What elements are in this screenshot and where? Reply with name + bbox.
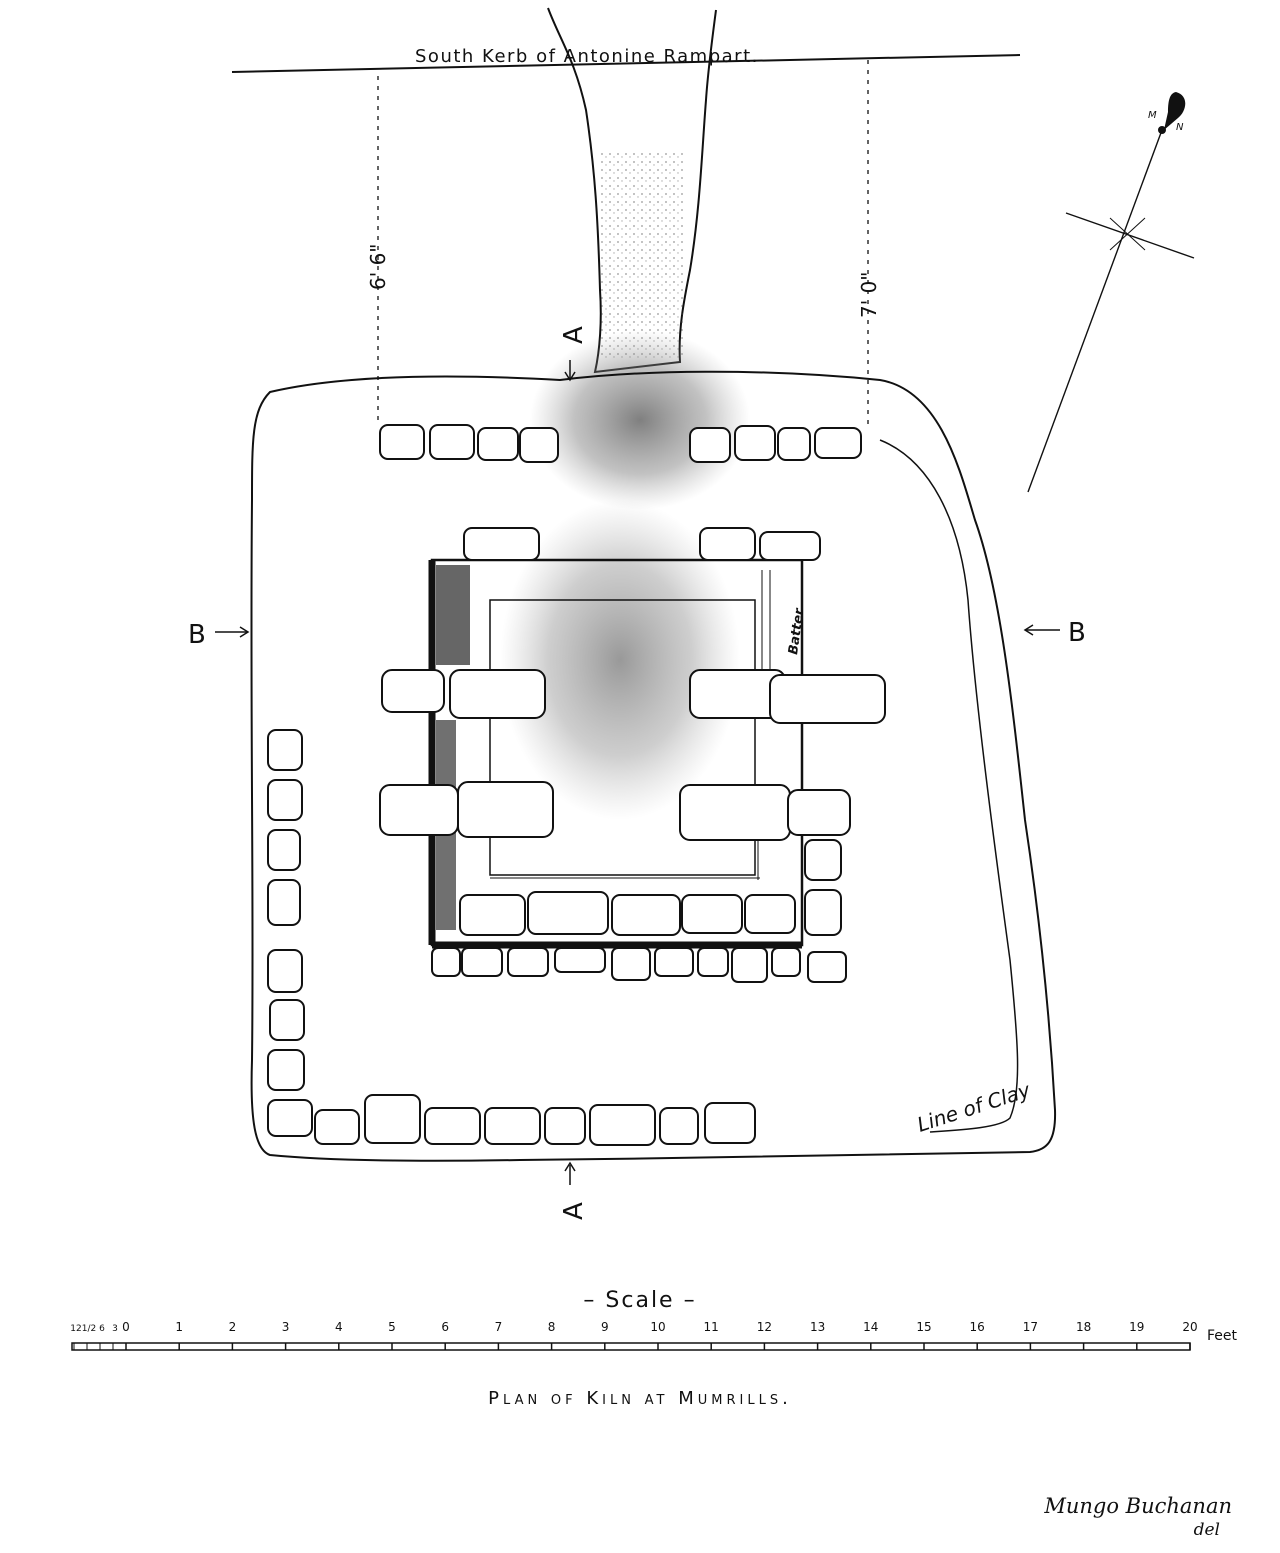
rampart-label: South Kerb of Antonine Rampart. xyxy=(415,46,759,67)
svg-text:A: A xyxy=(559,1202,589,1220)
scale-tick-label: 9 xyxy=(601,1320,609,1334)
outer-clay-boundary xyxy=(250,370,1057,1162)
scale-tick-label: 2 xyxy=(229,1320,237,1334)
rampart-kerb-line xyxy=(231,54,1021,73)
scale-subtick-label: 3 xyxy=(112,1324,118,1334)
scale-tick-label: 12 xyxy=(757,1320,772,1334)
section-b-left-marker: B xyxy=(188,620,250,650)
scale-tick-label: 7 xyxy=(495,1320,503,1334)
north-arrow-icon: M N xyxy=(1027,92,1195,493)
scale-tick-label: 5 xyxy=(388,1320,396,1334)
svg-text:M: M xyxy=(1148,110,1157,121)
scale-tick-label: 8 xyxy=(548,1320,556,1334)
chamber-stones xyxy=(379,527,886,983)
svg-text:N: N xyxy=(1176,122,1184,133)
scale-tick-label: 19 xyxy=(1129,1320,1144,1334)
scale-title: – Scale – xyxy=(583,1288,696,1313)
scale-tick-label: 16 xyxy=(970,1320,985,1334)
dim-label-left: 6' 6" xyxy=(366,243,390,290)
scale-tick-label: 18 xyxy=(1076,1320,1091,1334)
scale-tick-label: 1 xyxy=(175,1320,183,1334)
scale-unit: Feet xyxy=(1207,1328,1238,1344)
draughtsman-del: del xyxy=(1193,1520,1220,1540)
scale-tick-label: 17 xyxy=(1023,1320,1038,1334)
flue-stipple xyxy=(600,150,685,360)
section-a-bottom-marker: A xyxy=(559,1161,589,1220)
draughtsman-credit: Mungo Buchanan del xyxy=(1044,1494,1232,1542)
inner-clay-line xyxy=(879,439,1019,1133)
scale-subtick-label: 12 xyxy=(70,1324,81,1334)
plan-caption: Plan of Kiln at Mumrills. xyxy=(488,1388,792,1409)
ash-deposit-center xyxy=(500,500,740,820)
outer-stone-wall xyxy=(267,424,862,1146)
dim-label-right: 7' 0" xyxy=(857,271,881,318)
draughtsman-name: Mungo Buchanan xyxy=(1044,1494,1232,1518)
section-a-top-marker: A xyxy=(559,326,589,382)
svg-text:B: B xyxy=(188,620,206,650)
svg-text:B: B xyxy=(1068,618,1086,648)
scale-tick-label: 15 xyxy=(916,1320,931,1334)
scale-tick-label: 0 xyxy=(122,1320,130,1334)
scale-subtick-label: 1/2 xyxy=(82,1324,96,1334)
scale-tick-label: 3 xyxy=(282,1320,290,1334)
ash-deposit-upper xyxy=(530,330,750,510)
scale-tick-label: 4 xyxy=(335,1320,343,1334)
scale-tick-label: 10 xyxy=(650,1320,665,1334)
inner-chamber xyxy=(428,558,804,949)
scale-tick-label: 6 xyxy=(441,1320,449,1334)
scale-tick-label: 20 xyxy=(1182,1320,1197,1334)
scale-tick-label: 13 xyxy=(810,1320,825,1334)
scale-tick-label: 14 xyxy=(863,1320,878,1334)
svg-text:A: A xyxy=(559,326,589,344)
scale-subtick-label: 6 xyxy=(99,1324,105,1334)
scale-tick-label: 11 xyxy=(704,1320,719,1334)
section-b-right-marker: B xyxy=(1023,618,1086,648)
batter-label: Batter xyxy=(786,606,808,656)
